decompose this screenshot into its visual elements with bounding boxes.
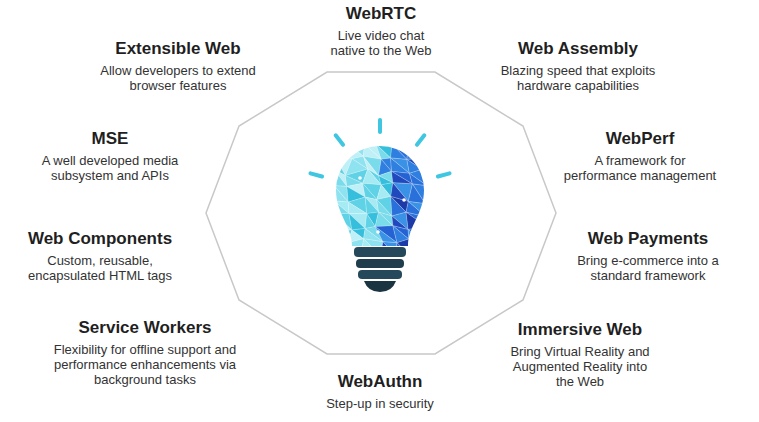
bulb-glass xyxy=(334,144,439,256)
feature-description: Live video chat native to the Web xyxy=(319,28,443,58)
ray xyxy=(417,135,424,144)
feature-heading: Service Workers xyxy=(79,318,212,338)
bulb-base xyxy=(354,247,406,292)
feature-heading: Extensible Web xyxy=(115,39,240,59)
feature-description: Allow developers to extend browser featu… xyxy=(89,63,267,93)
ray xyxy=(378,120,382,132)
feature-description: A well developed media subsystem and API… xyxy=(31,153,189,183)
feature-description: Step-up in security xyxy=(280,396,480,411)
feature-heading: MSE xyxy=(92,129,129,149)
feature-description: Bring Virtual Reality and Augmented Real… xyxy=(504,344,656,389)
ray xyxy=(336,135,343,144)
feature-heading: Web Payments xyxy=(588,229,709,249)
light-rays xyxy=(310,120,449,176)
feature-description: Bring e-commerce into a standard framewo… xyxy=(574,253,722,283)
feature-description: Blazing speed that exploits hardware cap… xyxy=(487,63,669,93)
feature-description: Custom, reusable, encapsulated HTML tags xyxy=(19,253,181,283)
feature-heading: Immersive Web xyxy=(518,320,642,340)
decagon-outline xyxy=(206,72,556,354)
feature-heading: Web Assembly xyxy=(518,39,638,59)
feature-description: Flexibility for offline support and perf… xyxy=(37,342,253,387)
ray xyxy=(438,173,450,176)
feature-heading: WebAuthn xyxy=(338,372,423,392)
feature-description: A framework for performance management xyxy=(557,153,723,183)
feature-heading: WebRTC xyxy=(346,4,417,24)
ray xyxy=(310,173,322,176)
feature-heading: Web Components xyxy=(28,229,172,249)
feature-heading: WebPerf xyxy=(606,129,675,149)
